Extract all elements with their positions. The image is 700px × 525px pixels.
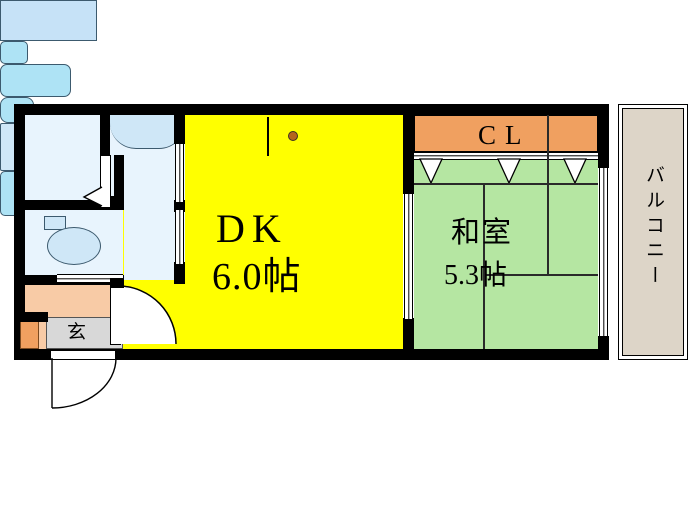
washitsu-sliding-door[interactable]	[404, 194, 413, 319]
washroom-sliding-door[interactable]	[175, 144, 184, 202]
kitchen-counter-divider	[267, 117, 269, 156]
interior-wall-bath-washroom-lower	[114, 155, 124, 210]
tatami-joint-horizontal-1	[414, 183, 598, 185]
exterior-wall-top	[14, 104, 609, 115]
dk-label-area: 6.0帖	[212, 256, 302, 298]
washitsu-label-area: 5.3帖	[444, 260, 508, 291]
exterior-wall-left	[14, 104, 25, 360]
exterior-wall-right-lower	[598, 336, 609, 360]
exterior-wall-bottom	[14, 349, 609, 360]
bathtub-outer	[25, 115, 100, 122]
interior-wall-dk-washitsu-bottom	[403, 318, 414, 360]
closet-area	[414, 115, 598, 152]
bathroom-door[interactable]	[100, 155, 111, 208]
kitchen-counter	[0, 0, 97, 41]
dk-label-main: DK	[216, 206, 288, 251]
balcony-label: バルコニー	[643, 165, 664, 290]
closet-label: CL	[478, 120, 531, 150]
stove-burner-icon	[288, 131, 298, 141]
interior-wall-genkan-dk-top	[110, 278, 124, 288]
shoe-cabinet-icon	[20, 320, 39, 349]
interior-wall-genkan-step	[14, 312, 48, 322]
genkan-label: 玄	[67, 322, 87, 343]
washbasin-counter	[110, 115, 185, 149]
tatami-joint-vertical-2	[547, 115, 549, 275]
interior-wall-washer-right	[174, 262, 185, 284]
balcony-sliding-glass-door[interactable]	[599, 168, 608, 336]
entrance-door-opening[interactable]	[50, 350, 116, 360]
toilet-bowl-icon	[47, 227, 101, 265]
toilet-tank-lid-icon	[44, 216, 66, 230]
interior-wall-dk-washitsu-top	[403, 104, 414, 194]
toilet-door[interactable]	[57, 274, 123, 283]
exterior-wall-right-upper	[598, 104, 609, 168]
kitchen-sink-icon	[0, 41, 28, 64]
bathroom-floor	[25, 115, 100, 207]
bathtub-icon	[0, 64, 71, 97]
closet-door-indicator-icons	[418, 158, 588, 185]
interior-wall-water-dk	[174, 104, 185, 144]
interior-wall-water-mid	[14, 200, 124, 210]
washitsu-label-main: 和室	[451, 217, 514, 249]
interior-wall-bath-washroom	[100, 115, 110, 155]
entrance-door-swing-icon	[51, 357, 117, 409]
interior-wall-water-dk-lower	[174, 200, 185, 212]
bathroom-door-swing-icon	[82, 186, 103, 207]
tatami-joint-vertical-1	[483, 183, 485, 349]
hallway-door-swing-icon	[119, 285, 177, 345]
washer-room-sliding-door[interactable]	[175, 210, 184, 264]
balcony-area	[622, 108, 684, 356]
tatami-joint-horizontal-2	[483, 274, 598, 276]
